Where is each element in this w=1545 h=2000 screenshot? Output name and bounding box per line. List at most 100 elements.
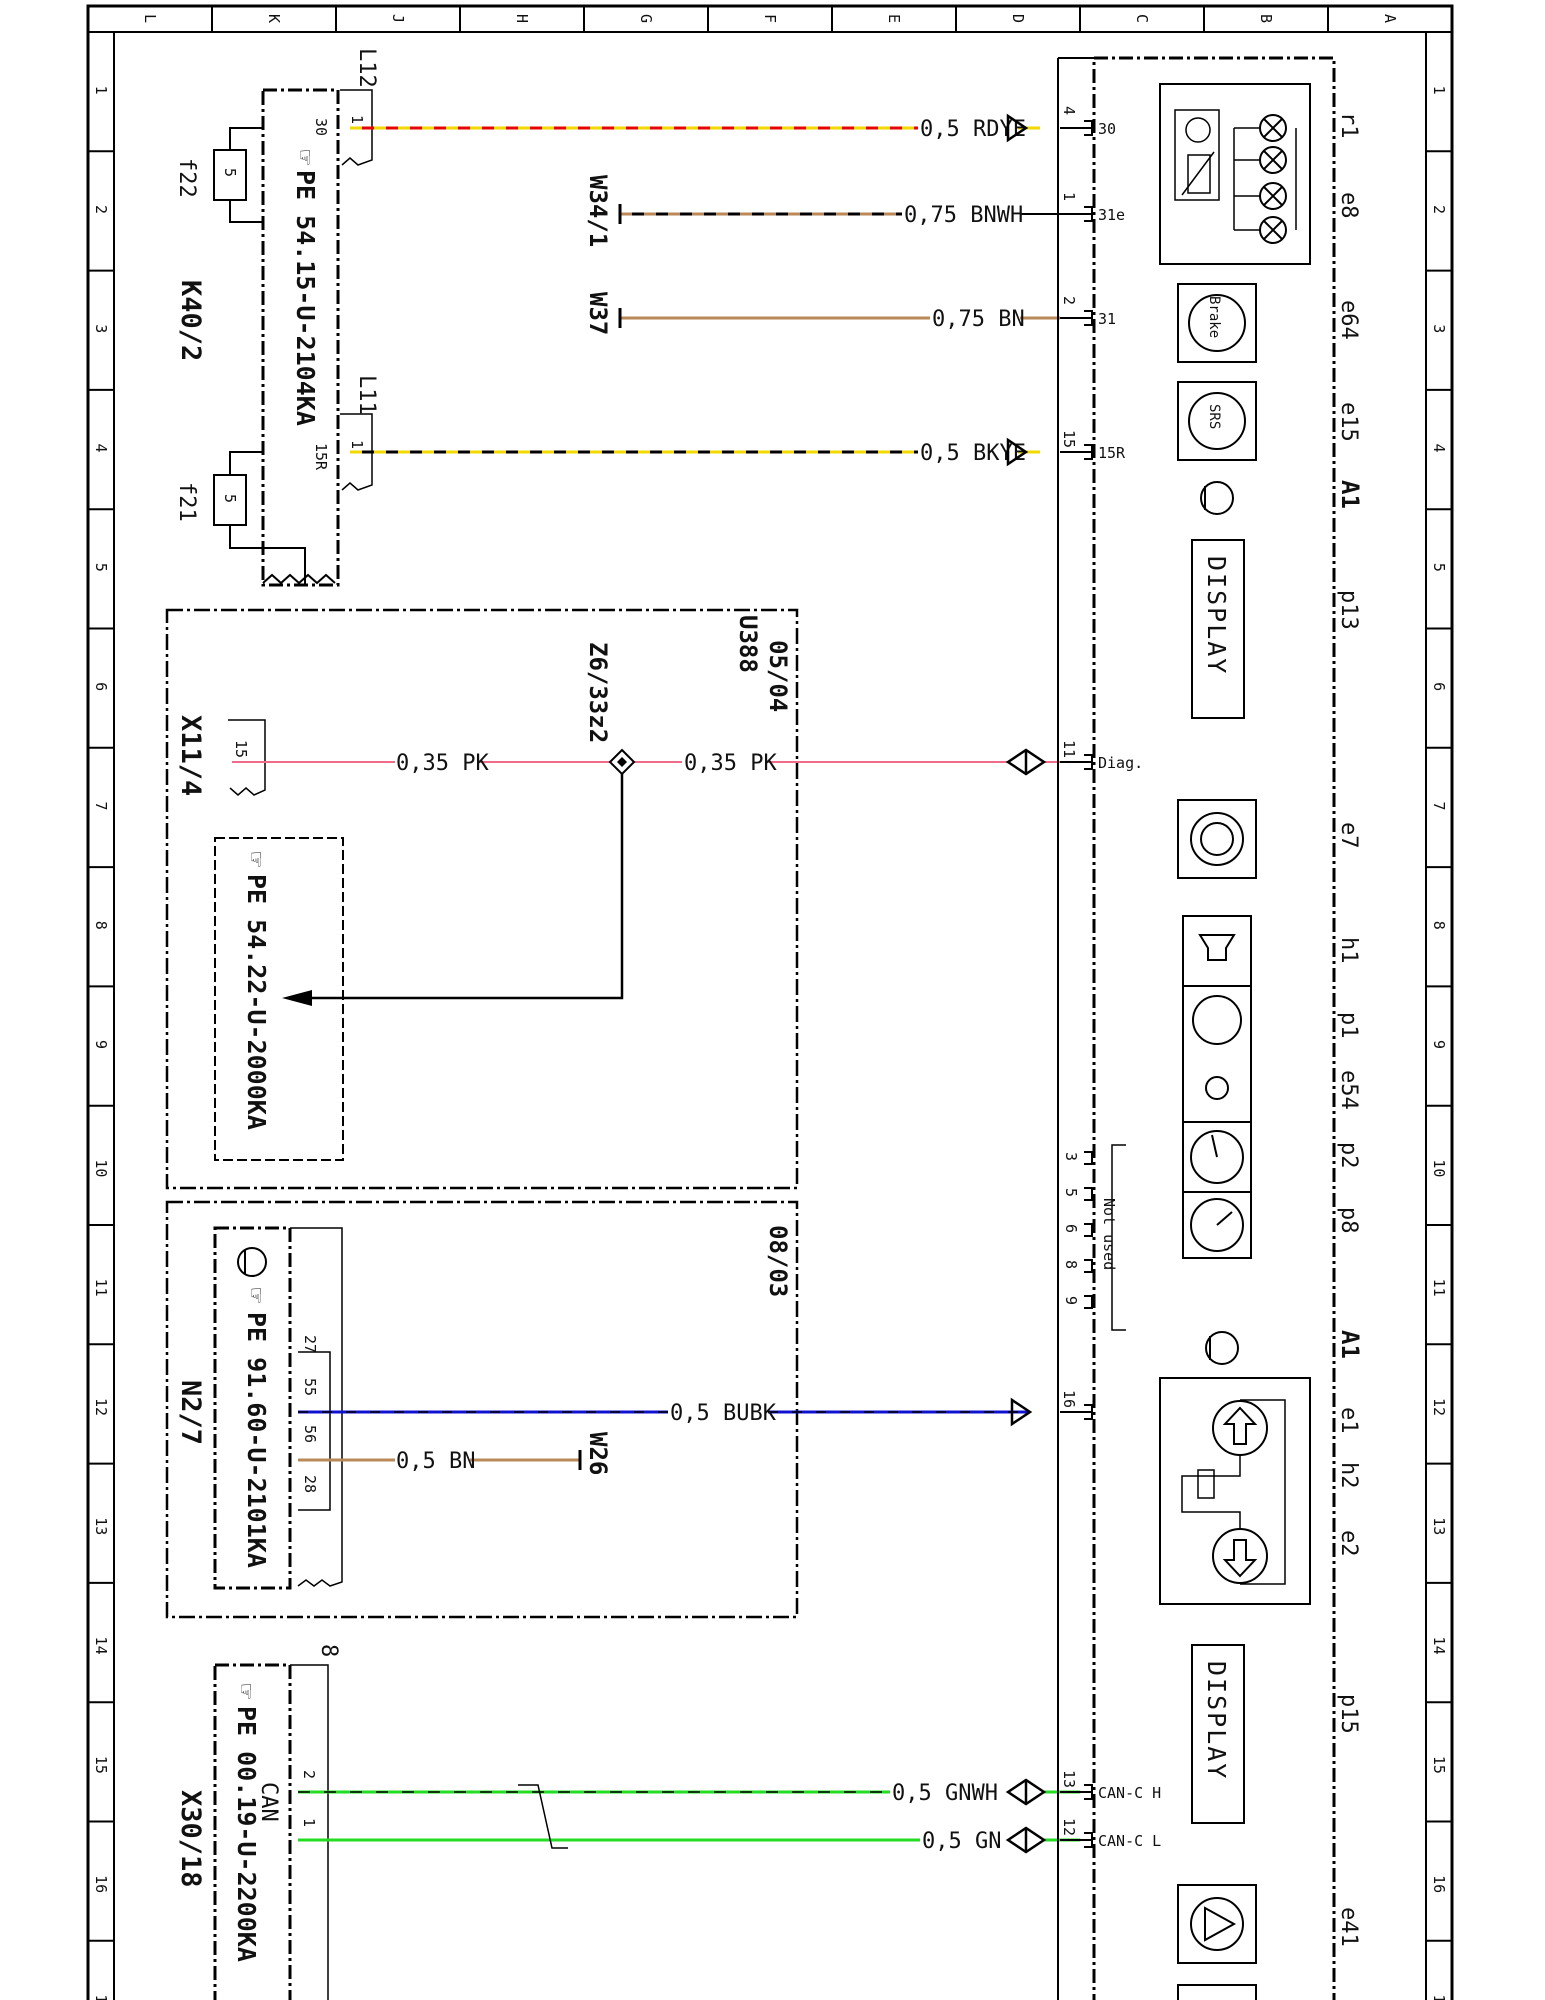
not-used-pin-terminal xyxy=(1084,1223,1093,1237)
not-used-pin-3: 3 xyxy=(1062,1152,1080,1161)
a1-pin-num-15: 15 xyxy=(1060,430,1078,448)
row-number-right-17: 17 xyxy=(1430,1994,1448,2000)
brake-icon-label: Brake xyxy=(1206,296,1222,338)
a1-item-p2: p2 xyxy=(1336,1142,1361,1169)
a1-item-e8: e8 xyxy=(1336,192,1361,219)
x11-4-connector xyxy=(228,719,266,796)
l11-bracket xyxy=(340,413,373,491)
a1-item-r1: r1 xyxy=(1336,112,1361,139)
x30-18-top-num: 8 xyxy=(316,1644,341,1657)
column-header-E: E xyxy=(885,14,903,23)
a1-pin-name-1: 31e xyxy=(1098,206,1125,224)
row-number-left-6: 6 xyxy=(92,682,110,691)
z6-33z2-label: Z6/33z2 xyxy=(584,642,612,743)
display-box-p15 xyxy=(1191,1644,1245,1824)
row-number-left-12: 12 xyxy=(92,1398,110,1416)
n2-7-pin-bracket xyxy=(298,1351,331,1511)
arrow-pin-15 xyxy=(1006,437,1029,467)
x30-18-bus-label: CAN xyxy=(256,1782,281,1822)
e41-triangle xyxy=(1204,1906,1237,1942)
a1-transistor-icon-top xyxy=(1200,481,1234,515)
column-header-B: B xyxy=(1257,14,1275,23)
a1-item-p15: p15 xyxy=(1336,1694,1361,1734)
rheostat-transistor-icon xyxy=(1185,117,1211,143)
row-number-left-5: 5 xyxy=(92,563,110,572)
u388-date: 05/04 xyxy=(764,640,792,712)
row-number-right-5: 5 xyxy=(1430,563,1448,572)
x11-4-pin: 15 xyxy=(232,740,250,758)
row-number-right-2: 2 xyxy=(1430,205,1448,214)
k40-pin-1-bottom: 1 xyxy=(348,440,366,449)
display-box-p13 xyxy=(1191,539,1245,719)
twisted-pair-marker xyxy=(518,1784,568,1849)
arrow-pin-12 xyxy=(1005,1826,1047,1854)
row-number-right-14: 14 xyxy=(1430,1637,1448,1655)
lamp-icons xyxy=(1234,114,1287,244)
arrow-pin-4 xyxy=(1006,113,1029,143)
a1-cluster-box xyxy=(1092,56,1336,2000)
row-number-right-12: 12 xyxy=(1430,1398,1448,1416)
wire-label-pk-2: 0,35 PK xyxy=(684,751,777,776)
a1-pin-num-11: 11 xyxy=(1060,740,1078,758)
a1-item-e2: e2 xyxy=(1336,1530,1361,1557)
row-number-right-1: 1 xyxy=(1430,86,1448,95)
row-number-left-10: 10 xyxy=(92,1159,110,1177)
n2-7-connector xyxy=(290,1227,343,1587)
a1-pin-terminal xyxy=(1084,444,1093,460)
block-08-03 xyxy=(165,1200,799,1619)
l12-label: L12 xyxy=(354,48,379,88)
w37-label: W37 xyxy=(584,292,612,335)
l11-label: L11 xyxy=(354,375,379,415)
a1-pin-num-1: 1 xyxy=(1060,192,1078,201)
a1-pin-terminal xyxy=(1084,1832,1093,1848)
row-number-right-6: 6 xyxy=(1430,682,1448,691)
a1-pin-name-15: 15R xyxy=(1098,444,1126,462)
u388-label: U388 xyxy=(734,615,762,673)
row-number-right-4: 4 xyxy=(1430,444,1448,453)
srs-icon xyxy=(1188,392,1246,450)
f21-label: f21 xyxy=(174,482,199,522)
e41-icon xyxy=(1190,1897,1244,1951)
pe-54-22-ref: PE 54.22-U-2000KA xyxy=(242,874,271,1130)
n2-7-ref: PE 91.60-U-2101KA xyxy=(242,1312,271,1568)
n2-7-pin-56: 56 xyxy=(301,1425,319,1443)
display-text-p13: DISPLAY xyxy=(1202,556,1231,675)
row-number-right-3: 3 xyxy=(1430,324,1448,333)
not-used-pin-8: 8 xyxy=(1062,1260,1080,1269)
a1-item-e15: e15 xyxy=(1336,402,1361,442)
a1-pin-num-12: 12 xyxy=(1060,1818,1078,1836)
a1-item-labels: r1e8e64e15A1p13e7h1p1e54p2p8A1e1h2e2p15e… xyxy=(1336,112,1364,1947)
relay-coil-icon xyxy=(1197,1469,1215,1499)
pe-54-22-box xyxy=(214,837,344,1161)
w26-label: W26 xyxy=(584,1432,612,1475)
turn-signal-wiring-2 xyxy=(1181,1455,1241,1530)
lamp-icon-cross xyxy=(1263,118,1283,138)
tachometer-icon xyxy=(1190,1198,1244,1252)
transistor-icon-n2-7 xyxy=(237,1247,267,1277)
rheostat-box xyxy=(1174,109,1220,201)
z6-branch-wire xyxy=(310,774,624,1000)
brake-icon-box xyxy=(1177,283,1257,363)
a1-pin-terminal xyxy=(1084,1784,1093,1800)
f22-value: 5 xyxy=(221,168,239,177)
not-used-pin-9: 9 xyxy=(1062,1296,1080,1305)
ref-hand-icon-00-19: ☞ xyxy=(232,1684,261,1699)
row-number-left-11: 11 xyxy=(92,1279,110,1297)
sheet-outer-frame xyxy=(86,4,1454,2000)
a1-item-h1: h1 xyxy=(1336,937,1361,964)
a1-pin-terminal xyxy=(1084,206,1093,222)
arrow-pin-11 xyxy=(1005,748,1047,776)
column-header-L: L xyxy=(141,14,159,23)
rheostat-arrow-icon xyxy=(1181,151,1215,196)
block-08-03-date: 08/03 xyxy=(764,1225,792,1297)
a1-item-h2: h2 xyxy=(1336,1462,1361,1489)
wire-label-pk-1: 0,35 PK xyxy=(396,751,489,776)
n2-7-pin-55: 55 xyxy=(301,1378,319,1396)
column-header-D: D xyxy=(1009,14,1027,23)
turn-down-arrow xyxy=(1222,1539,1258,1578)
column-header-K: K xyxy=(265,14,283,23)
not-used-pin-terminal xyxy=(1084,1295,1093,1309)
f22-fuse xyxy=(213,149,247,201)
tachometer-needle xyxy=(1216,1211,1233,1226)
a1-item-p13: p13 xyxy=(1336,590,1361,630)
